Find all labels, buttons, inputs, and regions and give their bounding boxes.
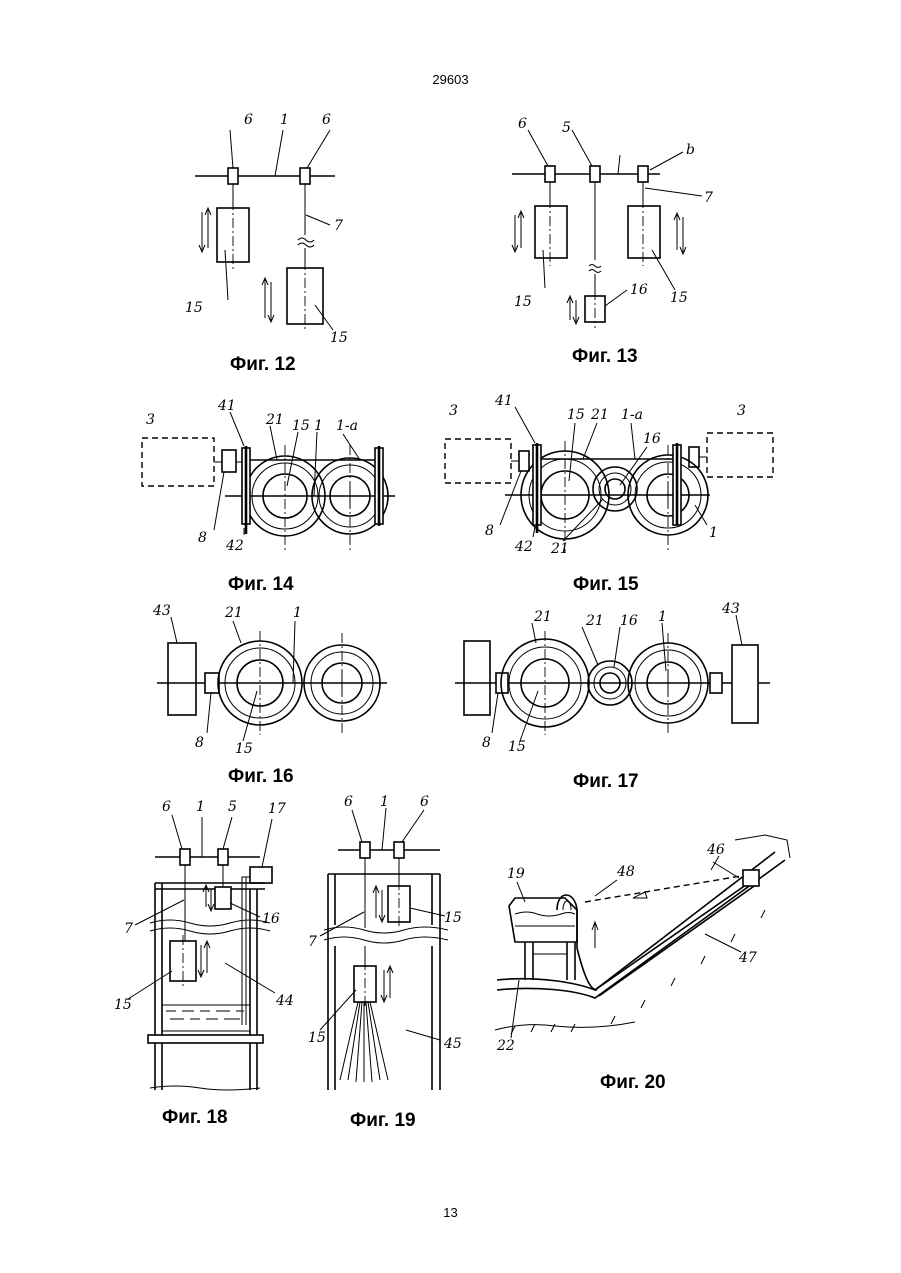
figure-16-label-1: 1 bbox=[293, 605, 302, 621]
figure-18-label-7: 7 bbox=[124, 921, 133, 937]
figure-17-label-21b: 21 bbox=[585, 613, 604, 629]
figure-17-label-1: 1 bbox=[658, 609, 667, 625]
figure-12-label-6b: 6 bbox=[322, 112, 331, 128]
figure-14-label-1: 1 bbox=[314, 418, 323, 434]
figure-17-label-15: 15 bbox=[508, 739, 526, 755]
figure-14-caption: Фиг. 14 bbox=[228, 574, 294, 596]
figure-20-label-46: 46 bbox=[706, 842, 725, 858]
figure-16-drawing: 43 21 1 8 15 bbox=[145, 595, 405, 760]
figure-14-drawing: 3 41 21 15 1 1-a 8 42 bbox=[130, 390, 410, 565]
figure-14-label-41: 41 bbox=[217, 398, 236, 414]
figure-15-label-8: 8 bbox=[485, 523, 494, 539]
figure-17-label-43: 43 bbox=[721, 601, 740, 617]
figure-17-label-16: 16 bbox=[620, 613, 638, 629]
page-number: 13 bbox=[0, 1205, 901, 1220]
figure-19-drawing: 6 1 6 7 15 15 45 bbox=[300, 790, 480, 1100]
figure-13-label-7: 7 bbox=[704, 190, 713, 206]
figure-12-label-1: 1 bbox=[280, 112, 289, 128]
figure-15-caption: Фиг. 15 bbox=[573, 574, 639, 596]
figure-20-drawing: 46 48 19 47 22 bbox=[495, 830, 795, 1065]
figure-17-caption: Фиг. 17 bbox=[573, 771, 639, 793]
figure-15-label-3a: 3 bbox=[449, 403, 458, 419]
figure-19-label-7: 7 bbox=[308, 934, 317, 950]
figure-12: 6 1 6 7 15 15 Фиг. 12 bbox=[170, 100, 370, 380]
figure-14-label-42: 42 bbox=[225, 538, 244, 554]
figure-13-caption: Фиг. 13 bbox=[572, 346, 638, 368]
figure-12-caption: Фиг. 12 bbox=[230, 354, 296, 376]
figure-14-label-15: 15 bbox=[292, 418, 310, 434]
figure-14-label-8: 8 bbox=[198, 530, 207, 546]
figure-18-label-17: 17 bbox=[268, 801, 286, 817]
figure-20: 46 48 19 47 22 Фиг. 20 bbox=[495, 830, 795, 1100]
figure-15-label-3b: 3 bbox=[737, 403, 746, 419]
figure-15-label-21b: 21 bbox=[550, 541, 569, 557]
figure-20-label-48: 48 bbox=[616, 864, 635, 880]
figure-18-label-16: 16 bbox=[262, 911, 280, 927]
figure-20-label-19: 19 bbox=[507, 866, 525, 882]
figure-13-label-5: 5 bbox=[562, 120, 571, 136]
figure-17-drawing: 21 21 16 1 43 8 15 bbox=[450, 595, 780, 760]
figure-19-label-6b: 6 bbox=[420, 794, 429, 810]
figure-15-label-1: 1 bbox=[709, 525, 718, 541]
figure-19-caption: Фиг. 19 bbox=[350, 1110, 416, 1132]
figure-20-label-22: 22 bbox=[496, 1038, 515, 1054]
figure-19-label-6a: 6 bbox=[344, 794, 353, 810]
figure-15: 3 41 15 21 1-a 16 3 8 42 21 1 Фиг. 15 bbox=[435, 385, 795, 600]
figure-15-label-21a: 21 bbox=[590, 407, 609, 423]
figure-13-label-15b: 15 bbox=[670, 290, 688, 306]
figure-16-label-43: 43 bbox=[152, 603, 171, 619]
figure-18-label-1: 1 bbox=[196, 799, 205, 815]
figure-16-label-15: 15 bbox=[235, 741, 253, 757]
figure-18-caption: Фиг. 18 bbox=[162, 1107, 228, 1129]
figure-12-label-15a: 15 bbox=[185, 300, 203, 316]
figure-14-label-21: 21 bbox=[265, 412, 284, 428]
figure-15-label-1-a: 1-a bbox=[621, 407, 643, 423]
figure-18-label-5: 5 bbox=[228, 799, 237, 815]
figure-12-label-7: 7 bbox=[334, 218, 343, 234]
figure-14: 3 41 21 15 1 1-a 8 42 Фиг. 14 bbox=[130, 390, 410, 600]
figure-19-label-15b: 15 bbox=[308, 1030, 326, 1046]
figure-17: 21 21 16 1 43 8 15 Фиг. 17 bbox=[450, 595, 780, 800]
figure-13-label-6: 6 bbox=[518, 116, 527, 132]
figure-16: 43 21 1 8 15 Фиг. 16 bbox=[145, 595, 405, 795]
figure-17-label-8: 8 bbox=[482, 735, 491, 751]
page-header-number: 29603 bbox=[0, 72, 901, 87]
figure-16-caption: Фиг. 16 bbox=[228, 766, 294, 788]
figure-12-label-15b: 15 bbox=[330, 330, 348, 346]
figure-13-label-16: 16 bbox=[630, 282, 648, 298]
figure-13-label-15a: 15 bbox=[514, 294, 532, 310]
figure-15-label-42: 42 bbox=[514, 539, 533, 555]
figure-12-drawing: 6 1 6 7 15 15 bbox=[170, 100, 370, 350]
figure-18-label-44: 44 bbox=[275, 993, 294, 1009]
figure-14-label-1-a: 1-a bbox=[336, 418, 358, 434]
figure-18-drawing: 6 1 5 17 7 16 15 44 bbox=[110, 795, 310, 1095]
figure-16-label-21: 21 bbox=[224, 605, 243, 621]
figure-18-label-15: 15 bbox=[114, 997, 132, 1013]
figure-16-label-8: 8 bbox=[195, 735, 204, 751]
figure-20-label-47: 47 bbox=[738, 950, 757, 966]
figure-19-label-45: 45 bbox=[443, 1036, 462, 1052]
figure-18-label-6: 6 bbox=[162, 799, 171, 815]
figure-19-label-15a: 15 bbox=[444, 910, 462, 926]
figure-18: 6 1 5 17 7 16 15 44 Фиг. 18 bbox=[110, 795, 310, 1135]
figure-13: 6 5 b 7 16 15 15 Фиг. 13 bbox=[500, 110, 730, 380]
figure-17-label-21a: 21 bbox=[533, 609, 552, 625]
figure-19-label-1: 1 bbox=[380, 794, 389, 810]
figure-15-label-15: 15 bbox=[567, 407, 585, 423]
figure-13-label-b: b bbox=[686, 142, 695, 158]
figure-15-label-16: 16 bbox=[643, 431, 661, 447]
figure-15-drawing: 3 41 15 21 1-a 16 3 8 42 21 1 bbox=[435, 385, 795, 565]
figure-15-label-41: 41 bbox=[494, 393, 513, 409]
figure-14-label-3: 3 bbox=[146, 412, 155, 428]
figure-12-label-6a: 6 bbox=[244, 112, 253, 128]
figure-20-caption: Фиг. 20 bbox=[600, 1072, 666, 1094]
figure-13-drawing: 6 5 b 7 16 15 15 bbox=[500, 110, 730, 340]
figure-19: 6 1 6 7 15 15 45 Фиг. 19 bbox=[300, 790, 480, 1140]
